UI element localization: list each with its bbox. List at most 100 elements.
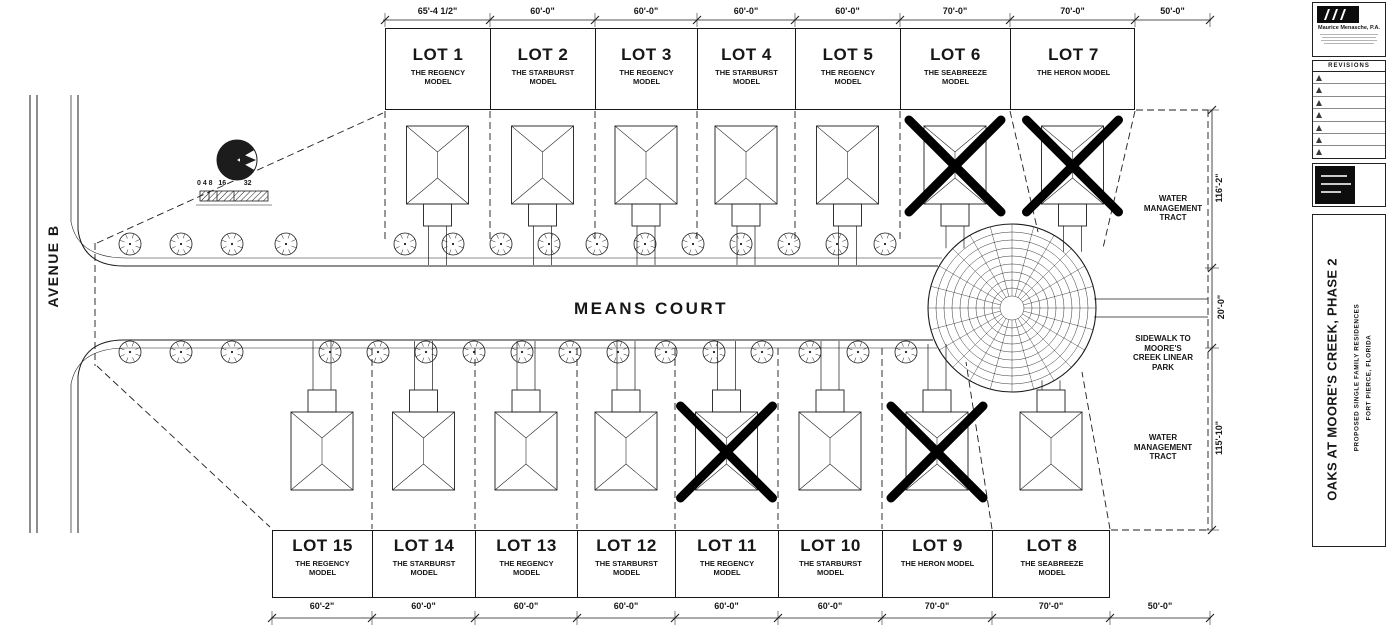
annotation-line: TRACT bbox=[1149, 452, 1177, 461]
project-location: FORT PIERCE, FLORIDA bbox=[1365, 334, 1373, 421]
lot-number: LOT 9 bbox=[912, 536, 963, 555]
house-lot-8 bbox=[1019, 380, 1083, 491]
tree-icon bbox=[118, 232, 142, 256]
firm-logo bbox=[1317, 6, 1359, 23]
dimension-lines bbox=[267, 13, 1219, 625]
revision-row bbox=[1313, 97, 1385, 110]
logo-glyph bbox=[1339, 9, 1347, 20]
revision-triangle-icon bbox=[1316, 75, 1322, 81]
tree-icon bbox=[118, 340, 142, 364]
project-title-block bbox=[1312, 214, 1386, 547]
tree-icon bbox=[777, 232, 801, 256]
revision-triangle-icon bbox=[1316, 112, 1322, 119]
means-court-road bbox=[70, 221, 942, 385]
lot-model: THE SEABREEZE MODEL bbox=[924, 68, 987, 86]
dimension-label-top: 70'-0" bbox=[942, 6, 968, 16]
stamp-mark bbox=[1315, 166, 1355, 204]
lot-number: LOT 5 bbox=[822, 45, 874, 64]
house-lot-13 bbox=[494, 341, 558, 491]
firm-text-line bbox=[1320, 34, 1378, 35]
tree-icon bbox=[462, 340, 486, 364]
x-mark-lot-6 bbox=[904, 115, 1006, 217]
north-arrow-icon bbox=[216, 139, 258, 181]
dimension-label-top: 60'-0" bbox=[633, 6, 659, 16]
lot-model: THE REGENCY MODEL bbox=[295, 559, 350, 577]
house-lot-3 bbox=[614, 125, 678, 265]
dimension-label-right: 20'-0" bbox=[1216, 294, 1226, 320]
dimension-label-right: 116'-2" bbox=[1214, 173, 1224, 203]
tree-icon bbox=[558, 340, 582, 364]
lot-cell-lot-9: LOT 9 THE HERON MODEL bbox=[883, 531, 993, 597]
dimension-label-bottom: 60'-2" bbox=[309, 601, 335, 611]
dimension-label-bottom: 60'-0" bbox=[714, 601, 739, 611]
lot-model: THE STARBURST MODEL bbox=[595, 559, 658, 577]
house-lot-11 bbox=[695, 341, 758, 491]
house-lot-12 bbox=[594, 341, 658, 491]
tree-icon bbox=[681, 232, 705, 256]
scale-bar bbox=[196, 190, 272, 206]
tree-icon bbox=[489, 232, 513, 256]
x-mark-lot-7 bbox=[1022, 115, 1123, 217]
tree-icon bbox=[537, 232, 561, 256]
project-title: OAKS AT MOORE'S CREEK, PHASE 2 bbox=[1324, 258, 1340, 501]
revisions-title: REVISIONS bbox=[1313, 61, 1385, 72]
house-lot-14 bbox=[392, 341, 455, 491]
tree-icon bbox=[274, 232, 298, 256]
tree-icon bbox=[729, 232, 753, 256]
lot-number: LOT 6 bbox=[930, 45, 981, 64]
tree-icon bbox=[220, 340, 244, 364]
lot-number: LOT 8 bbox=[1026, 536, 1078, 555]
lot-cell-lot-15: LOT 15 THE REGENCY MODEL bbox=[273, 531, 373, 597]
lot-number: LOT 2 bbox=[517, 45, 569, 64]
lot-number: LOT 10 bbox=[800, 536, 861, 555]
tree-icon bbox=[894, 340, 918, 364]
revision-triangle-icon bbox=[1316, 124, 1322, 131]
tree-icon bbox=[169, 232, 193, 256]
annotation-line: PARK bbox=[1151, 362, 1175, 372]
dimension-label-bottom: 70'-0" bbox=[924, 601, 950, 611]
revision-row bbox=[1313, 134, 1385, 147]
lot-cell-lot-12: LOT 12 THE STARBURST MODEL bbox=[578, 531, 676, 597]
firm-name: Maurice Menasche, P.A. bbox=[1318, 25, 1380, 31]
tree-icon bbox=[510, 340, 534, 364]
lot-number: LOT 15 bbox=[292, 536, 353, 555]
dimension-label-bottom: 50'-0" bbox=[1147, 601, 1173, 611]
tree-icon bbox=[750, 340, 774, 364]
street-name-means-court: MEANS COURT bbox=[573, 299, 729, 318]
lot-model: THE REGENCY MODEL bbox=[820, 68, 876, 86]
firm-text-line bbox=[1324, 43, 1374, 44]
revision-row bbox=[1313, 109, 1385, 122]
annotation-line: CREEK LINEAR bbox=[1132, 353, 1193, 362]
house-lot-10 bbox=[798, 341, 862, 491]
annotation-line: TRACT bbox=[1159, 213, 1187, 222]
street-name-avenue-b: AVENUE B bbox=[45, 224, 61, 308]
house-lot-15 bbox=[290, 341, 354, 491]
crossed-out-marks bbox=[676, 115, 1123, 503]
lot-cell-lot-6: LOT 6 THE SEABREEZE MODEL bbox=[901, 29, 1011, 109]
lot-model: THE HERON MODEL bbox=[900, 559, 975, 568]
tree-icon bbox=[393, 232, 417, 256]
lot-model: THE STARBURST MODEL bbox=[392, 559, 456, 577]
lot-model: THE REGENCY MODEL bbox=[619, 68, 674, 86]
annotation-line: MANAGEMENT bbox=[1143, 203, 1203, 213]
tree-icon bbox=[318, 340, 342, 364]
sidewalk-note-label: SIDEWALK TO MOORE'S CREEK LINEAR PARK bbox=[1119, 334, 1207, 372]
x-mark-lot-9 bbox=[886, 401, 988, 503]
sidewalk-to-park bbox=[1094, 298, 1208, 318]
lot-cell-lot-8: LOT 8 THE SEABREEZE MODEL bbox=[993, 531, 1111, 597]
revision-triangle-icon bbox=[1316, 99, 1322, 106]
lot-number: LOT 12 bbox=[596, 536, 657, 555]
lot-model: THE STARBURST MODEL bbox=[799, 559, 862, 577]
stamp-line bbox=[1321, 183, 1351, 185]
lot-model: THE SEABREEZE MODEL bbox=[1020, 559, 1084, 577]
